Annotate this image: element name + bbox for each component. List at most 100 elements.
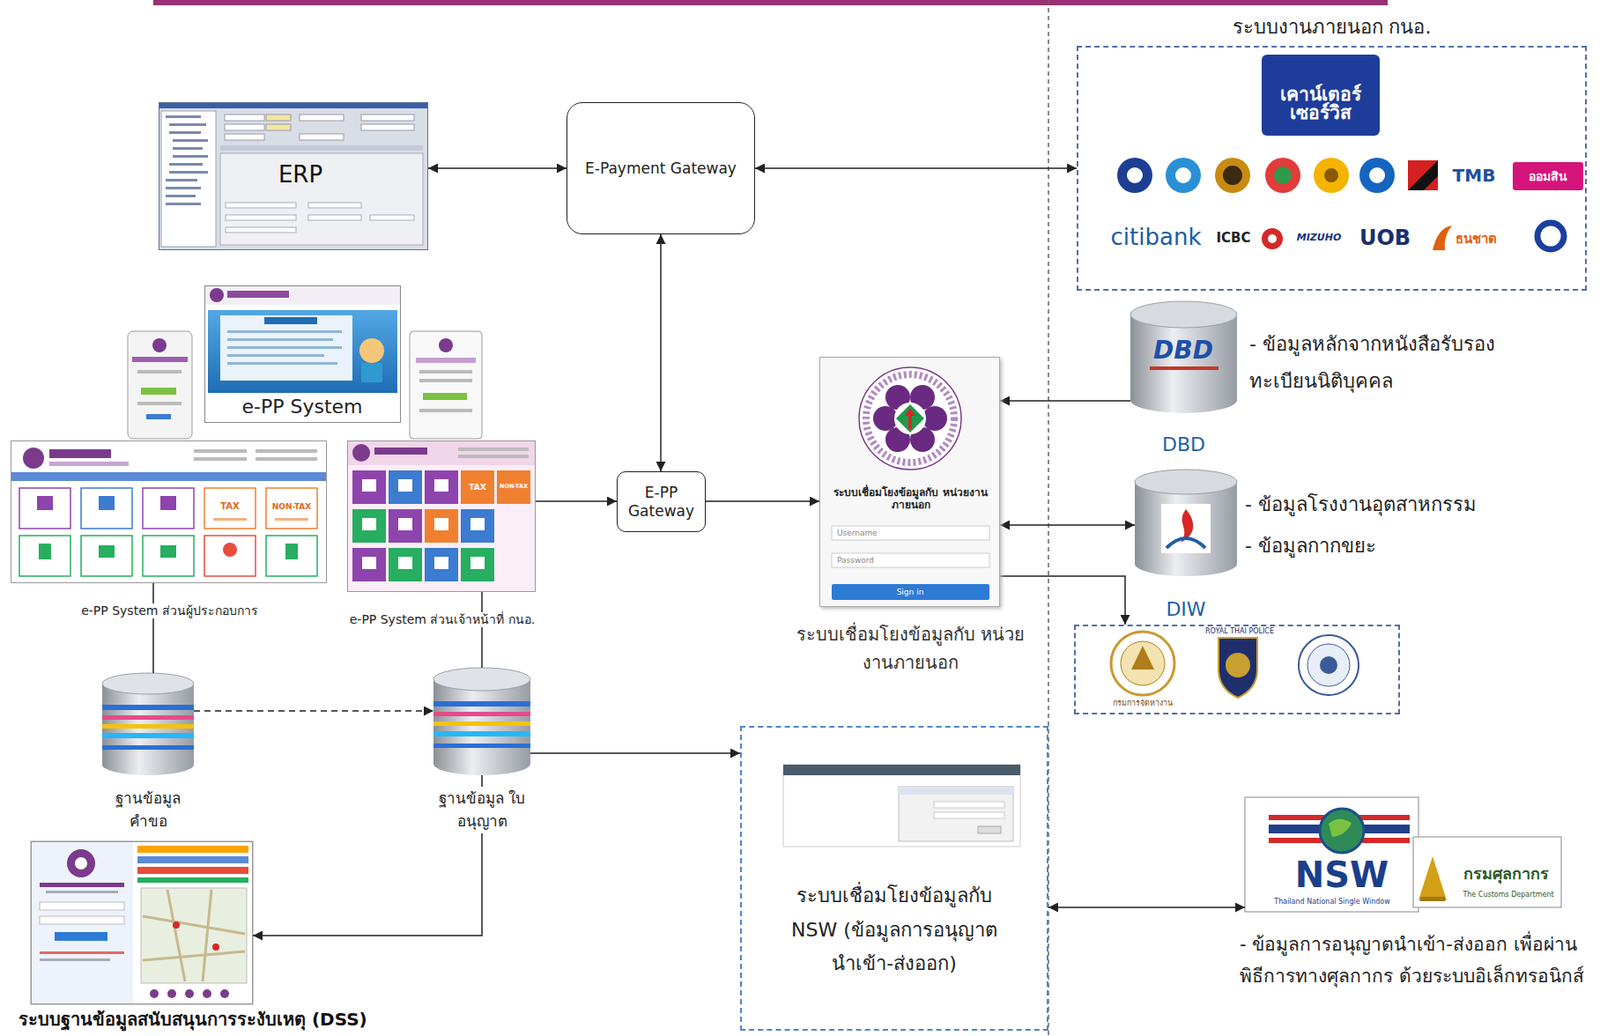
- officer-screenshot: [347, 440, 536, 593]
- login-screenshot: [896, 404, 925, 433]
- officer-screenshot: [398, 479, 413, 492]
- operator-screenshot: [10, 472, 327, 482]
- node-text: กรมการจัดหางาน: [1089, 698, 1196, 709]
- nsw-customs-logos: [1413, 837, 1562, 908]
- erp-screenshot: [370, 214, 415, 221]
- nsw-customs-logos: [1244, 797, 1562, 912]
- operator-screenshot: [10, 440, 327, 584]
- erp-screenshot: [172, 139, 208, 142]
- dbd-database: [1149, 366, 1219, 371]
- operator-screenshot: [49, 449, 112, 459]
- epp-screens: [227, 354, 325, 357]
- operator-screenshot: [19, 488, 71, 529]
- nsw-customs-logos: [1244, 797, 1419, 912]
- erp-screenshot: [266, 124, 291, 131]
- bank-logos: [1267, 234, 1277, 244]
- logo-text: NON-TAX: [272, 502, 312, 512]
- erp-screenshot: [165, 186, 201, 190]
- officer-screenshot: [362, 479, 377, 492]
- node-text: e-PP System ส่วนเจ้าหน้าที่ กนอ.: [325, 612, 559, 628]
- database-cylinder: ฐานข้อมูล คำขอ: [102, 673, 194, 776]
- officer-screen: e-PP System ส่วนเจ้าหน้าที่ กนอ.: [347, 440, 536, 593]
- agency-logos: [1225, 652, 1251, 678]
- node-text: - ข้อมูลโรงงานอุตสาหกรรม: [1244, 493, 1536, 517]
- operator-screenshot: [160, 545, 177, 558]
- operator-screenshot: [255, 457, 318, 461]
- officer-screenshot: [434, 479, 449, 492]
- connector: [1000, 576, 1126, 625]
- operator-screenshot: [274, 518, 309, 521]
- node-caption: DIW: [1134, 598, 1238, 622]
- bank-logos: [1261, 228, 1283, 250]
- epp-screens: [409, 331, 482, 439]
- epp-screens: [227, 290, 289, 298]
- erp-screenshot: [220, 145, 423, 151]
- nsw-screenshot: [933, 801, 1005, 808]
- login-screenshot: [831, 553, 990, 568]
- erp-screenshot: [361, 124, 415, 131]
- bank-logos: [1222, 165, 1243, 186]
- dss-screenshot: [167, 989, 177, 999]
- operator-screenshot: [255, 449, 318, 453]
- dss-screenshot: [39, 916, 125, 925]
- logo-text: TMB: [1452, 165, 1497, 186]
- agency-logos: [1307, 644, 1350, 687]
- erp-screenshot: [165, 115, 201, 119]
- operator-screenshot: [10, 440, 327, 584]
- epp-screens: [415, 357, 476, 363]
- epp-screens: [209, 288, 224, 303]
- login-screenshot: [819, 356, 1000, 608]
- top-bar: [153, 0, 1388, 6]
- database-cylinder: ฐานข้อมูล ใบอนุญาต: [433, 667, 531, 776]
- agency-logos: [1111, 631, 1359, 698]
- operator-screenshot: [266, 488, 318, 529]
- link-system-screen: ระบบเชื่อมโยงข้อมูลกับ หน่วยงานภายนอกระบ…: [819, 356, 1000, 608]
- officer-screenshot: [388, 548, 423, 582]
- operator-screenshot: [19, 535, 71, 577]
- dss-screenshot: [137, 845, 249, 853]
- login-screenshot: [894, 402, 926, 435]
- dss-screenshot: [140, 888, 247, 984]
- operator-screenshot: [204, 535, 256, 577]
- epp-screens: [132, 356, 188, 363]
- login-screenshot: [873, 406, 898, 431]
- erp-screenshot: [172, 147, 203, 150]
- bank-logos: [1274, 166, 1292, 185]
- operator-screenshot: [22, 447, 45, 469]
- operator-screenshot: [285, 543, 298, 560]
- erp-screenshot: [161, 111, 216, 247]
- request-database: [102, 733, 194, 739]
- epp-screens: [220, 315, 353, 381]
- node-text: ระบบเชื่อมโยงข้อมูลกับ หน่วยงานภายนอก: [829, 486, 993, 512]
- erp-screenshot: [224, 114, 265, 121]
- nsw-screenshot: [898, 786, 1014, 842]
- operator-screenshot: [81, 488, 133, 529]
- epp-screens: [204, 285, 401, 305]
- dss-screenshot: [137, 856, 249, 864]
- bank-logos: [1313, 157, 1349, 193]
- connector: [193, 710, 434, 712]
- connector: [659, 234, 662, 472]
- operator-screenshot: [81, 535, 133, 577]
- agency-logos: [1120, 641, 1165, 686]
- login-screenshot: [859, 367, 962, 470]
- agency-logos: [1298, 635, 1359, 696]
- dss-screenshot: [185, 989, 194, 999]
- erp-screenshot: [224, 124, 265, 131]
- node-text: ระบบฐานข้อมูลสนับสนุนการระงับเหตุ (DSS): [18, 1009, 442, 1030]
- bank-logos: [1537, 222, 1564, 250]
- node-text: - ข้อมูลหลักจากหนังสือรับรอง ทะเบียนนิติ…: [1249, 325, 1541, 400]
- nsw-link-group: ระบบเชื่อมโยงข้อมูลกับ NSW (ข้อมูลการอนุ…: [740, 725, 1049, 1031]
- top-bar: [153, 0, 1388, 6]
- epp-screens: [227, 330, 342, 334]
- bank-logos: [1265, 157, 1301, 193]
- dss-screenshot: [54, 932, 108, 941]
- dss-screenshot: [149, 989, 159, 999]
- epp-screens: [227, 338, 334, 341]
- nsw-screenshot: [783, 764, 1021, 776]
- officer-screenshot: [458, 454, 529, 459]
- request-database: [102, 673, 194, 776]
- logo-text: NON-TAX: [499, 483, 528, 490]
- bank-logos: [1407, 160, 1438, 191]
- login-screenshot: [819, 356, 1000, 608]
